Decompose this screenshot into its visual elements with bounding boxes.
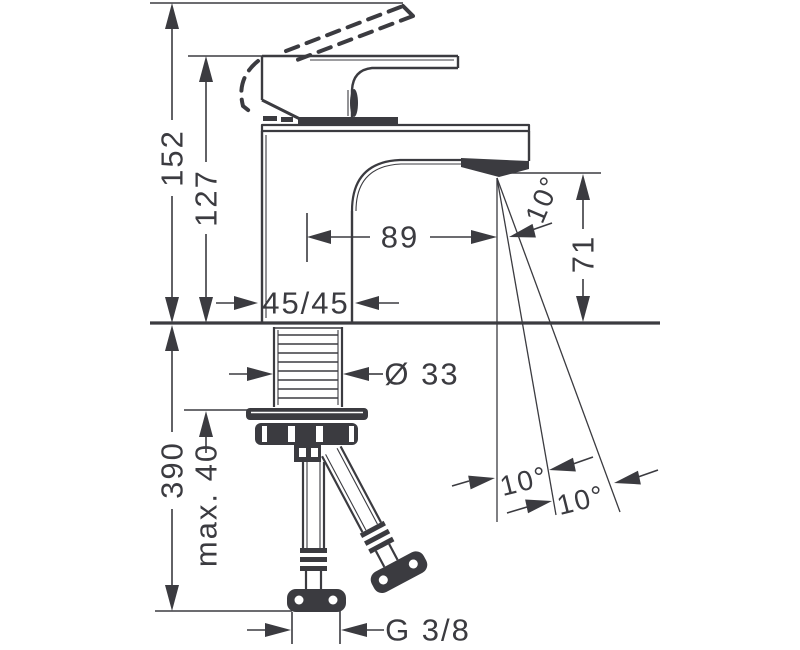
label-thread: G 3/8 bbox=[385, 613, 471, 648]
supply-hose-straight bbox=[287, 462, 346, 612]
dim-outlet-height: 71 bbox=[566, 174, 601, 322]
label-body-size: 45/45 bbox=[262, 286, 350, 321]
extension-lines bbox=[150, 2, 601, 644]
label-max-mounting: max. 40 bbox=[189, 443, 224, 567]
threaded-shank bbox=[272, 327, 344, 407]
dim-thread: G 3/8 bbox=[247, 613, 471, 648]
label-shank-diameter: Ø 33 bbox=[384, 357, 459, 392]
supply-hose-angled bbox=[321, 445, 428, 594]
dim-max-mounting: max. 40 bbox=[189, 411, 224, 567]
dim-body-size: 45/45 bbox=[216, 286, 399, 321]
handle-lever bbox=[260, 54, 460, 124]
dim-total-height: 152 bbox=[155, 3, 190, 323]
handle-raised-dashed bbox=[239, 4, 415, 116]
dim-height-to-top: 127 bbox=[189, 56, 224, 323]
dim-shank-diameter: Ø 33 bbox=[229, 357, 459, 392]
spout-aerator bbox=[461, 158, 529, 177]
label-total-height: 152 bbox=[155, 129, 190, 187]
label-outlet-height: 71 bbox=[566, 235, 601, 273]
mounting-nut bbox=[255, 423, 358, 462]
label-height-to-top: 127 bbox=[189, 169, 224, 227]
label-reach: 89 bbox=[381, 220, 419, 255]
mounting-flange bbox=[246, 408, 368, 420]
dim-spray-angle: 10° bbox=[509, 171, 567, 238]
dim-reach: 89 bbox=[307, 220, 497, 255]
label-hose-length: 390 bbox=[155, 441, 190, 499]
label-spray-angle: 10° bbox=[519, 171, 566, 228]
label-swivel-angle-2: 10° bbox=[554, 479, 608, 521]
faucet-outline bbox=[260, 123, 531, 322]
label-swivel-angle-1: 10° bbox=[497, 460, 551, 502]
dim-hose-length: 390 bbox=[155, 325, 190, 611]
